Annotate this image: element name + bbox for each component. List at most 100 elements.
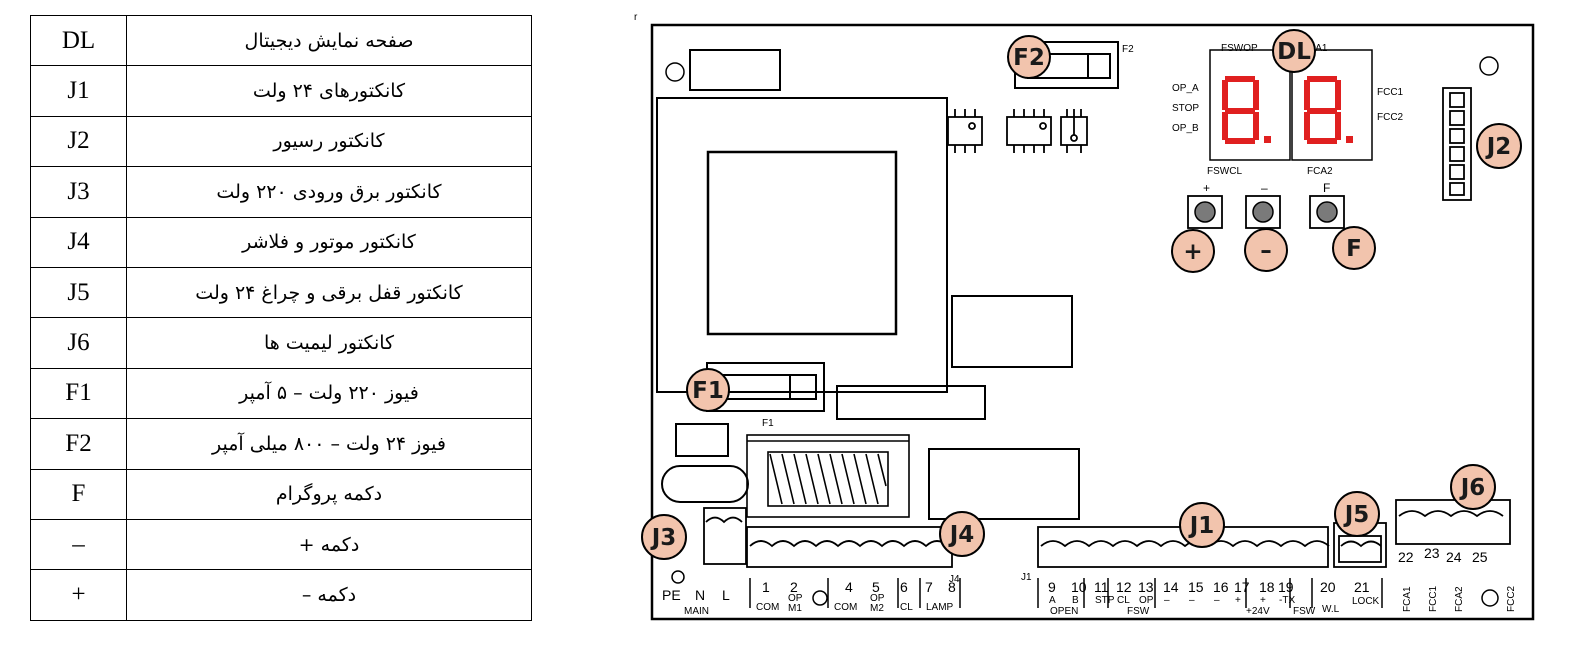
terminal-number: 10 [1071,579,1087,595]
terminal-number: 14 [1163,579,1179,595]
ic-chip [947,109,983,153]
connector-j2 [1442,87,1472,201]
terminal-number: 9 [1048,579,1056,595]
terminal-number: 22 [1398,549,1414,565]
bubble-f2-text: F2 [1013,45,1045,71]
connector-j6 [1395,499,1511,545]
bubble-f-text: F [1346,236,1362,262]
terminal-group-label: OPEN [1050,606,1078,617]
bubble-minus-text: – [1260,238,1272,264]
legend-code: J1 [30,65,127,117]
fuse-f1-label: F1 [762,418,774,429]
mounting-hole [1479,56,1499,76]
legend-row: +دکمه – [30,569,532,621]
plus-button[interactable] [1187,195,1223,229]
legend-description: فیوز ۲۲۰ ولت – ۵ آمپر [126,367,532,420]
bubble-j5-text: J5 [1343,502,1370,528]
bubble-j5: J5 [1334,491,1380,537]
terminal-number: 18 [1259,579,1275,595]
bubble-j6-text: J6 [1459,475,1486,501]
legend-row: –دکمه + [30,518,532,571]
bubble-dl: DL [1272,29,1316,73]
bubble-j2: J2 [1476,123,1522,169]
ic-chip [1006,109,1052,153]
mounting-hole [812,590,828,606]
display-label-fcc1: FCC1 [1377,87,1404,98]
display-label-stop: STOP [1172,103,1199,114]
terminal-name: OP [870,593,885,604]
terminal-label: N [695,587,705,603]
terminal-name: -TX [1279,595,1295,606]
terminal-name: COM [756,602,779,613]
bubble-f2: F2 [1007,35,1051,79]
terminal-name: LOCK [1352,596,1380,607]
terminal-name: FCA1 [1402,586,1413,612]
mounting-hole [671,570,685,584]
minus-button[interactable] [1245,195,1281,229]
legend-description: کانکتورهای ۲۴ ولت [126,65,532,117]
bubble-f: F [1332,226,1376,270]
legend-description: صفحه نمایش دیجیتال [126,14,532,67]
transformer-core [706,150,898,336]
relay-block [689,49,781,91]
varistor [661,465,749,503]
legend-code: J2 [30,115,127,168]
legend-description: دکمه + [126,518,532,571]
terminal-number: 20 [1320,579,1336,595]
fuse-f2-label: F2 [1122,44,1134,55]
bubble-f1-text: F1 [692,378,724,404]
terminal-number: 17 [1234,579,1250,595]
bubble-plus: + [1171,229,1215,273]
terminal-number: 25 [1472,549,1488,565]
terminal-name: FCA2 [1454,586,1465,612]
terminal-label: PE [662,587,681,603]
f-button-label: F [1323,181,1330,195]
legend-code: J4 [30,216,127,268]
legend-code: F1 [30,367,127,420]
terminal-name: – [1189,595,1195,606]
terminal-name: B [1072,595,1079,606]
terminal-group-label: FSW [1293,606,1316,617]
relay-block [928,448,1080,520]
terminal-name: M2 [870,603,884,614]
terminal-number: 8 [948,579,956,595]
legend-code: J5 [30,266,127,319]
terminal-number: 12 [1116,579,1132,595]
legend-description: دکمه – [126,569,532,621]
terminal-number: 15 [1188,579,1204,595]
relay-block [951,295,1073,368]
terminal-name: W.L [1322,604,1340,615]
legend-code: J3 [30,166,127,218]
f-button[interactable] [1309,195,1345,229]
bubble-j1: J1 [1179,502,1225,548]
terminal-number: 19 [1278,579,1294,595]
connector-j4 [746,526,953,568]
legend-description: کانکتور برق ورودی ۲۲۰ ولت [126,166,532,218]
legend-code: DL [30,14,127,67]
relay-block [836,385,986,420]
mounting-hole [665,62,685,82]
legend-code: – [30,518,127,571]
terminal-name: + [1260,595,1266,606]
bubble-j3-text: J3 [650,525,677,551]
terminal-group-label: FSW [1127,606,1150,617]
fuse-f1 [719,374,817,400]
terminal-name: COM [834,602,857,613]
terminal-name: OP [788,593,803,604]
display-label-fswop: FSWOP [1221,43,1258,54]
legend-code: F [30,468,127,520]
seven-segment-display [1209,49,1373,161]
bubble-dl-text: DL [1277,39,1311,65]
legend-code: + [30,569,127,621]
bubble-j4-text: J4 [948,522,975,548]
inductor-coil [746,434,910,518]
bubble-j4: J4 [939,511,985,557]
component-block [675,423,729,457]
display-label-op-b: OP_B [1172,123,1199,134]
